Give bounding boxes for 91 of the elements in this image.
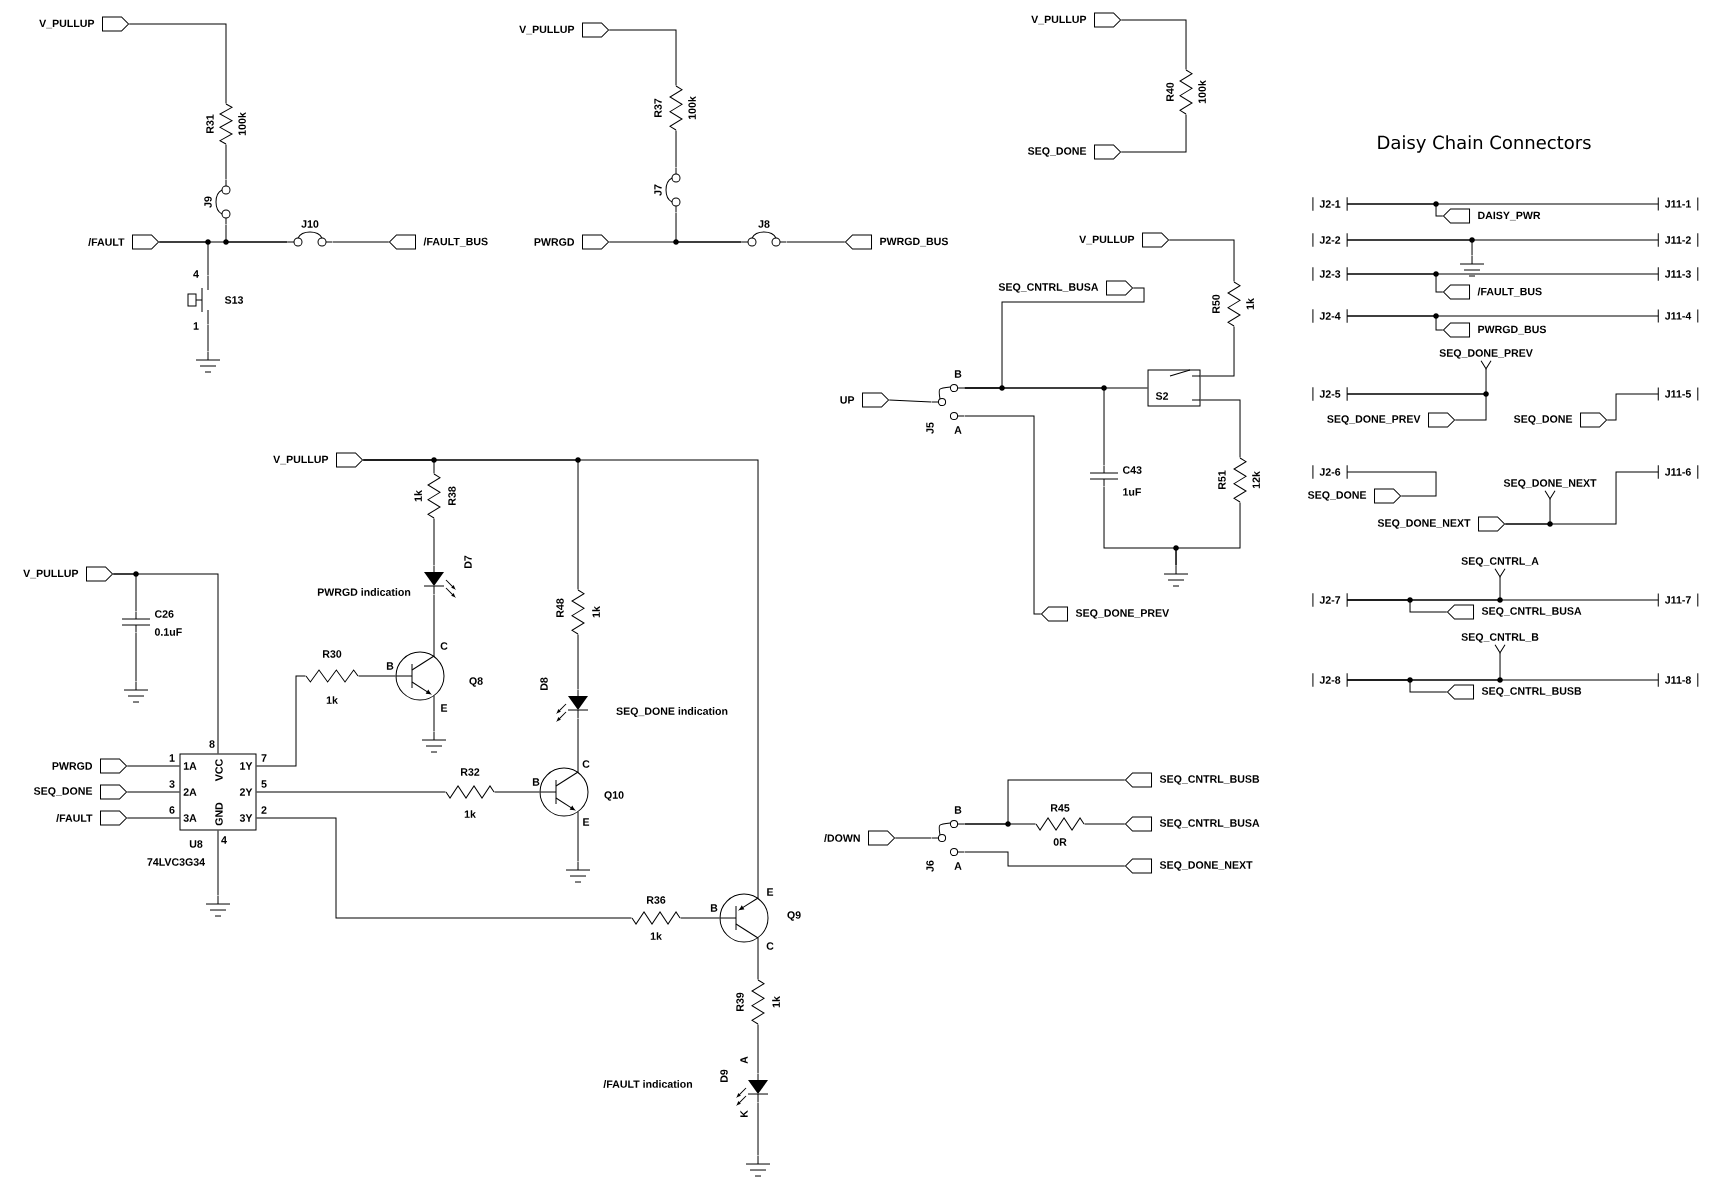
wire (964, 779, 1126, 825)
wire (577, 718, 579, 773)
wire (786, 241, 846, 243)
jumper-symbol (215, 179, 231, 225)
wire (1168, 239, 1235, 282)
ground-symbol (565, 861, 591, 883)
wire (1346, 273, 1444, 293)
ground-symbol (1163, 565, 1189, 587)
wire (1504, 490, 1556, 525)
jumper-symbol (665, 167, 681, 213)
wire (1200, 326, 1235, 377)
pushbutton-symbol (187, 275, 209, 325)
transistor-symbol (395, 651, 445, 701)
wire (888, 399, 932, 403)
wire (1346, 471, 1437, 497)
wire (964, 851, 1126, 867)
wire (675, 212, 742, 243)
transistor-symbol (719, 893, 769, 943)
wire (1346, 203, 1444, 217)
wire (964, 415, 1042, 615)
resistor-symbol (445, 785, 495, 799)
wire (126, 791, 180, 793)
wire (757, 1102, 759, 1156)
jumper-symbol (931, 819, 965, 857)
wire (433, 594, 435, 657)
wire (1200, 399, 1241, 458)
wire (256, 791, 446, 793)
wire (112, 573, 137, 612)
wire (126, 817, 180, 819)
capacitor-symbol (121, 611, 151, 633)
wire (1346, 239, 1473, 256)
wire (358, 675, 396, 677)
wire (433, 695, 435, 732)
wire (894, 837, 932, 839)
resistor-symbol (1233, 457, 1247, 503)
resistor-symbol (1227, 281, 1241, 327)
ground-symbol (123, 681, 149, 703)
wire (217, 830, 219, 896)
led-symbol (423, 565, 456, 598)
wire (433, 518, 435, 566)
wire (135, 632, 137, 682)
ground-symbol (195, 351, 221, 373)
wire (680, 917, 720, 919)
capacitor-symbol (1089, 465, 1119, 487)
wire (332, 241, 390, 243)
wire (577, 634, 579, 690)
resistor-symbol (427, 473, 441, 519)
ground-symbol (745, 1155, 771, 1177)
wire (757, 1024, 759, 1074)
ground-symbol (421, 731, 447, 753)
wire (128, 23, 227, 104)
resistor-symbol (219, 103, 233, 145)
jumper-symbol (287, 231, 333, 247)
resistor-symbol (1035, 817, 1085, 831)
wire (1103, 486, 1177, 566)
led-symbol (556, 689, 589, 722)
wire (126, 765, 180, 767)
resistor-symbol (305, 669, 359, 683)
wire (362, 459, 759, 899)
wire (256, 675, 306, 767)
ground-symbol (205, 895, 231, 917)
led-symbol (736, 1073, 769, 1106)
wire (494, 791, 540, 793)
wire (1346, 599, 1448, 613)
wire (1120, 114, 1187, 153)
transistor-symbol (539, 767, 589, 817)
wire (675, 130, 677, 168)
resistor-symbol (571, 589, 585, 635)
wire (1346, 679, 1448, 693)
wire (1606, 393, 1659, 421)
ground-symbol (1459, 255, 1485, 277)
resistor-symbol (631, 911, 681, 925)
jumper-symbol (931, 383, 965, 421)
wire (1120, 19, 1187, 70)
resistor-symbol (669, 85, 683, 131)
jumper-symbol (741, 231, 787, 247)
wire (158, 241, 209, 276)
resistor-symbol (751, 979, 765, 1025)
wire (1346, 393, 1487, 421)
wire (256, 817, 632, 919)
wire (964, 387, 1105, 466)
section-title: Daisy Chain Connectors (1378, 135, 1591, 153)
wire (1084, 823, 1126, 825)
wire (577, 811, 579, 862)
wire (225, 224, 288, 243)
wire (1346, 315, 1444, 331)
wire (757, 937, 759, 980)
wire (207, 324, 209, 352)
resistor-symbol (1179, 69, 1193, 115)
wire (608, 29, 677, 86)
wire (225, 144, 227, 180)
